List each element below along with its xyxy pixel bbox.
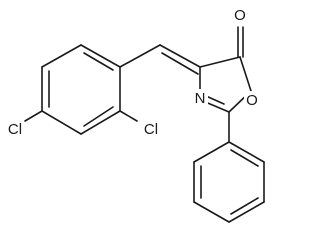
dichlorophenyl-ring <box>41 44 121 135</box>
bond-to-ortho-chlorine <box>119 110 138 122</box>
oxo-oxygen-label: O <box>234 7 246 24</box>
bond <box>119 44 161 68</box>
double-bond-inner <box>83 106 114 127</box>
bond <box>193 141 230 163</box>
bond-to-para-chlorine <box>24 110 43 122</box>
exocyclic-double-bond-inner <box>161 52 199 75</box>
ring-nitrogen-label-background <box>192 89 208 106</box>
double-bond-inner <box>230 197 259 215</box>
bond <box>80 44 121 68</box>
para-chlorine-label: Cl <box>8 121 22 138</box>
bond <box>199 56 241 68</box>
bond <box>80 110 121 135</box>
chemical-structure-diagram: O O N Cl Cl <box>8 6 265 223</box>
double-bond-inner <box>230 149 259 167</box>
bond <box>228 201 265 223</box>
bond <box>239 56 252 92</box>
ortho-chlorine-label: Cl <box>144 121 158 138</box>
ring-oxygen-label: O <box>246 92 258 109</box>
phenyl-ring <box>193 141 265 223</box>
double-bond-inner <box>83 52 114 71</box>
bond <box>41 110 82 135</box>
ring-nitrogen-label: N <box>195 90 206 107</box>
bond <box>41 44 82 68</box>
ring-double-bond-inner <box>205 95 225 105</box>
bond <box>193 201 230 223</box>
bond <box>228 141 265 163</box>
ring-oxygen-label-background <box>244 91 260 108</box>
oxo-oxygen-label-background <box>232 6 248 23</box>
exocyclic-double-bond <box>159 44 201 68</box>
